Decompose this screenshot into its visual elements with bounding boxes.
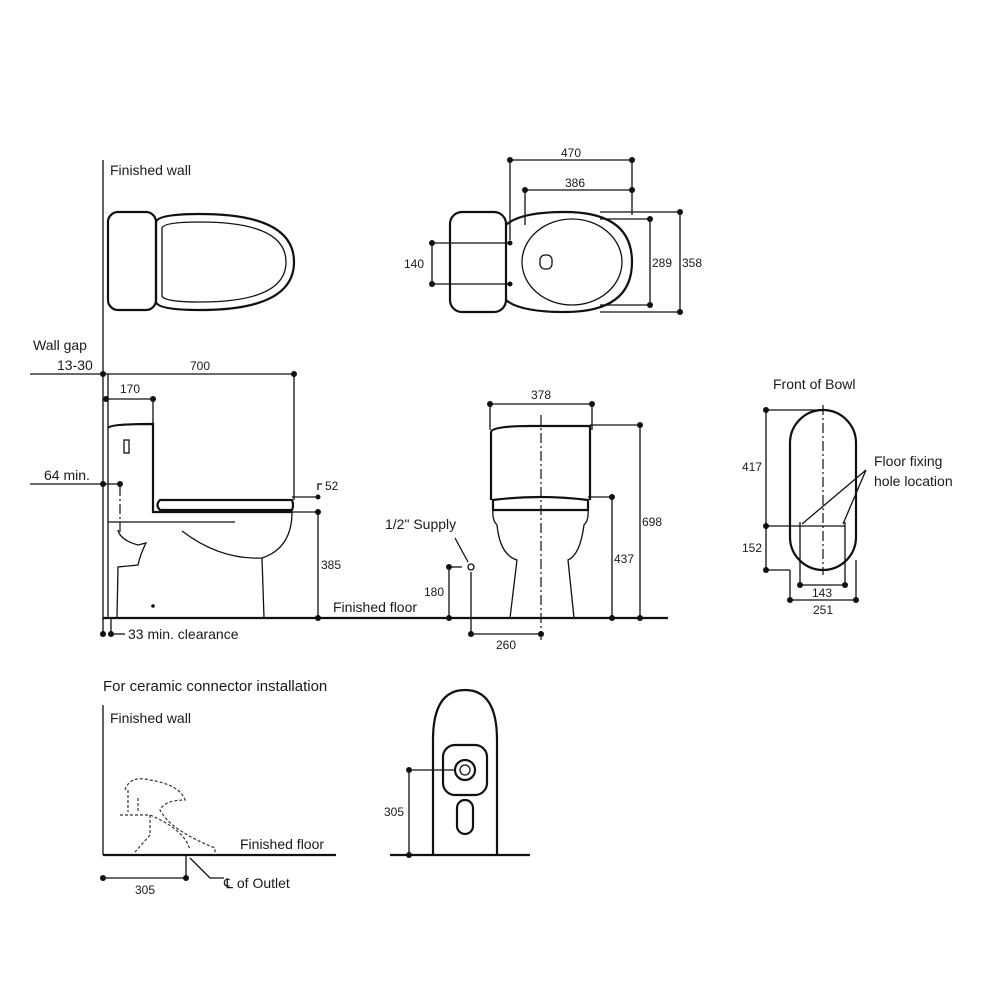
dim-260: 260: [496, 638, 516, 652]
seat-outline: [154, 212, 296, 312]
finished-wall-label: Finished wall: [110, 162, 191, 178]
flush-button: [123, 439, 130, 454]
floor-fixing-label-1: Floor fixing: [874, 453, 942, 469]
outlet-mark: [539, 254, 553, 270]
dim-289: 289: [652, 256, 672, 270]
wall-gap-value: 13-30: [57, 357, 93, 373]
front-elevation: 378 698 437 1/2" Supply 180 260: [385, 388, 662, 652]
supply-label: 1/2" Supply: [385, 516, 456, 532]
dim-305-horizontal: 305: [135, 883, 155, 897]
finished-floor-label: Finished floor: [333, 599, 417, 615]
front-of-bowl: Front of Bowl 417 152 143 251 Floor fixi…: [742, 376, 953, 617]
outlet-rear-view: 305: [384, 688, 530, 858]
dim-52: 52: [325, 479, 339, 493]
ceramic-connector-section: For ceramic connector installation Finis…: [100, 678, 336, 897]
tank-front: [489, 424, 592, 500]
dim-470: 470: [561, 146, 581, 160]
floor-fixing-label-2: hole location: [874, 473, 953, 489]
clearance-label: 33 min. clearance: [128, 626, 239, 642]
seat-side: [156, 498, 295, 512]
dim-152: 152: [742, 541, 762, 555]
dim-305-vertical: 305: [384, 805, 404, 819]
dim-437: 437: [614, 552, 634, 566]
finished-wall-label-2: Finished wall: [110, 710, 191, 726]
seat-front: [491, 495, 590, 512]
dim-170: 170: [120, 382, 140, 396]
wall-gap-label: Wall gap: [33, 337, 87, 353]
bowl-outline: [505, 210, 634, 314]
connector-outline: [120, 778, 216, 855]
seat-inner-outline: [161, 221, 287, 303]
supply-point: [467, 563, 475, 571]
dim-385: 385: [321, 558, 341, 572]
dim-386: 386: [565, 176, 585, 190]
dim-378: 378: [531, 388, 551, 402]
min-64-label: 64 min.: [44, 467, 90, 483]
plan-view-left: Finished wall: [102, 160, 296, 620]
dim-358: 358: [682, 256, 702, 270]
ceramic-connector-title: For ceramic connector installation: [103, 678, 327, 695]
dim-700: 700: [190, 359, 210, 373]
dim-251: 251: [813, 603, 833, 617]
dim-140: 140: [404, 257, 424, 271]
dim-698: 698: [642, 515, 662, 529]
dim-417: 417: [742, 460, 762, 474]
dim-180: 180: [424, 585, 444, 599]
tank-outline: [106, 210, 158, 312]
finished-floor-label-2: Finished floor: [240, 836, 324, 852]
front-of-bowl-label: Front of Bowl: [773, 376, 855, 392]
outlet-label: ℄ of Outlet: [223, 875, 290, 891]
plan-view-right: 470 386 289 358 140: [404, 146, 702, 315]
bowl-rear-outline: [431, 688, 499, 855]
tank-outline: [448, 210, 508, 314]
bowl-inner: [521, 218, 623, 306]
dim-143: 143: [812, 586, 832, 600]
